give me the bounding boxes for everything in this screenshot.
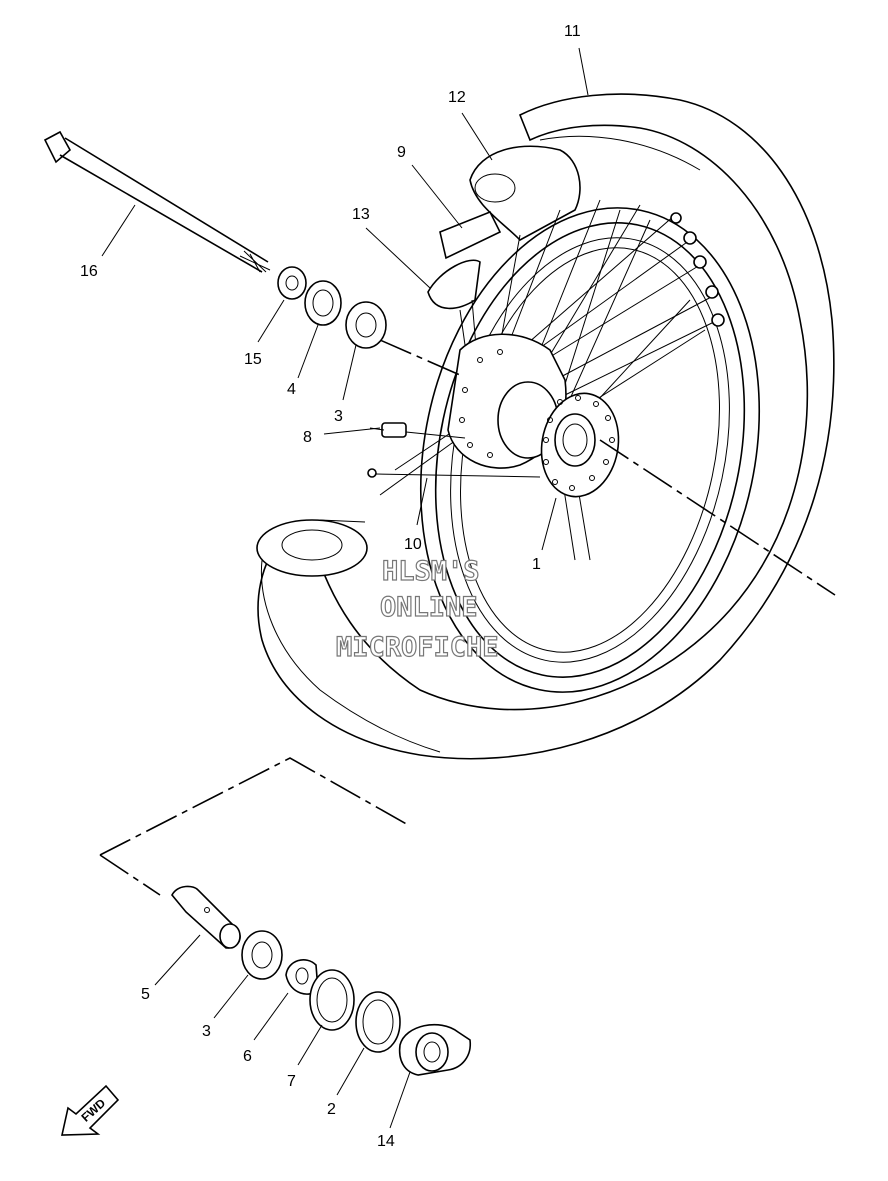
callout-16: 16 — [80, 263, 98, 280]
watermark-line-2: ONLINE — [380, 592, 478, 623]
callout-7: 7 — [287, 1073, 296, 1090]
callout-9: 9 — [397, 144, 406, 161]
spoke-nipples — [670, 212, 725, 327]
callout-1: 1 — [532, 556, 541, 573]
bearing-upper — [345, 301, 387, 349]
collar — [277, 266, 307, 300]
axle — [43, 130, 271, 273]
oil-seal — [304, 280, 342, 326]
leader-lines — [101, 47, 589, 1129]
collar-sleeve — [171, 885, 241, 949]
callout-10: 10 — [404, 536, 422, 553]
hub — [447, 333, 620, 498]
speedometer-gear-unit — [398, 1023, 472, 1076]
callout-11: 11 — [564, 23, 581, 40]
oil-seal-lower-2 — [355, 991, 401, 1053]
callout-3-upper: 3 — [334, 408, 343, 425]
callout-5: 5 — [141, 986, 150, 1003]
screw — [367, 422, 541, 478]
callout-15: 15 — [244, 351, 262, 368]
callout-4: 4 — [287, 381, 296, 398]
callout-3-lower: 3 — [202, 1023, 211, 1040]
watermark: HLSM'S ONLINE MICROFICHE — [335, 555, 499, 663]
oil-seal-lower — [309, 969, 355, 1031]
callout-2: 2 — [327, 1101, 336, 1118]
tube-valve — [427, 210, 502, 310]
callout-12: 12 — [448, 89, 466, 106]
callout-14: 14 — [377, 1133, 395, 1150]
bearing-lower — [241, 930, 283, 980]
callout-8: 8 — [303, 429, 312, 446]
forward-arrow-icon: FWD — [60, 1084, 120, 1136]
callout-13: 13 — [352, 206, 370, 223]
lower-group-outline — [99, 757, 411, 896]
hub-bolt-holes — [459, 349, 615, 491]
callout-labels: 11 12 9 13 16 15 4 3 8 10 1 5 3 6 7 2 14 — [80, 23, 581, 1150]
callout-6: 6 — [243, 1048, 252, 1065]
tire — [256, 93, 835, 760]
watermark-line-3: MICROFICHE — [336, 632, 499, 663]
watermark-line-1: HLSM'S — [382, 556, 480, 587]
